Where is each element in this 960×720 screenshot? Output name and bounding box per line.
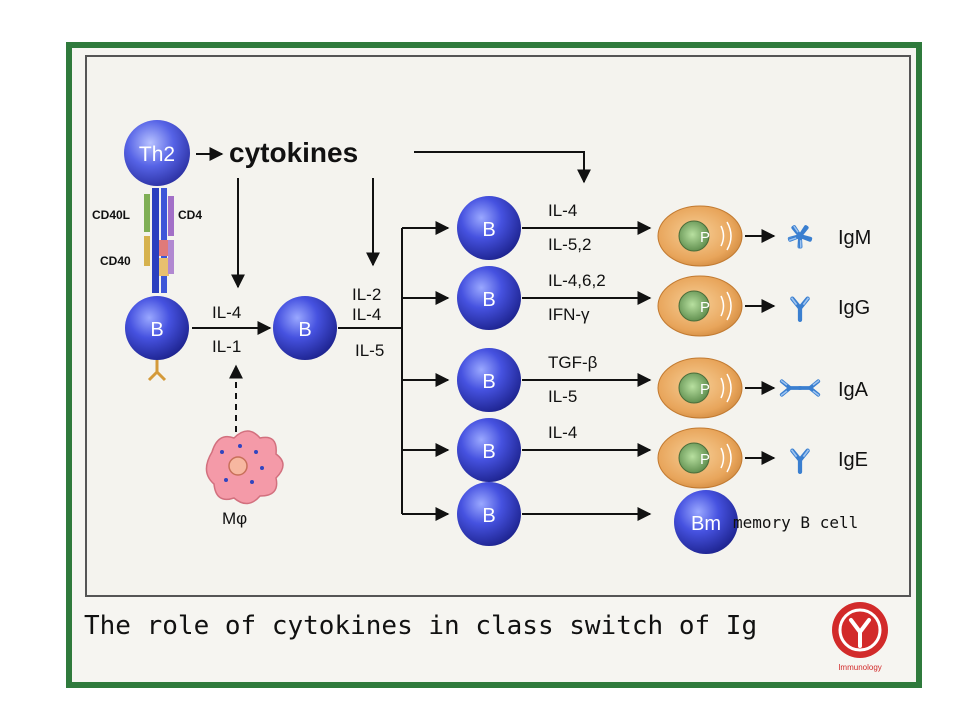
monomer-antibody-icon bbox=[790, 448, 810, 475]
first-b-cell: B bbox=[125, 296, 189, 382]
memory-b-cell bbox=[674, 490, 738, 554]
cd40-label: CD40 bbox=[100, 254, 131, 268]
pentamer-antibody-icon bbox=[787, 225, 813, 249]
immunology-logo: Immunology bbox=[832, 602, 888, 672]
branch-b-cell bbox=[457, 418, 521, 482]
antibody-label: IgM bbox=[838, 227, 871, 249]
plasma-cell-label: P bbox=[700, 381, 710, 398]
plasma-cell-label: P bbox=[700, 299, 710, 316]
branch-signal-top: IL-4 bbox=[548, 201, 577, 220]
second-b-label: B bbox=[298, 319, 311, 341]
branch-b-label: B bbox=[482, 505, 495, 527]
cytokines-to-branch-arrow bbox=[414, 151, 591, 184]
branch-row: B IL-4IL-5,2 P IgM bbox=[402, 196, 871, 267]
plasma-nucleus bbox=[678, 372, 710, 404]
branch-signal-bottom: IFN-γ bbox=[548, 305, 590, 324]
branch-b-label: B bbox=[482, 219, 495, 241]
secretion-waves-icon bbox=[720, 443, 732, 473]
memory-b-cell-text: memory B cell bbox=[733, 513, 858, 532]
second-b-cell: B bbox=[273, 296, 337, 360]
receptor-complex bbox=[144, 188, 174, 293]
branch-row: B IL-4P IgE bbox=[402, 418, 868, 489]
secretion-waves-icon bbox=[720, 291, 732, 321]
branch-row: B TGF-βIL-5 P IgA bbox=[402, 348, 869, 419]
th2-cell: Th2 bbox=[124, 120, 190, 186]
branch-signal-bottom: IL-5,2 bbox=[548, 235, 591, 254]
memory-b-label: Bm bbox=[691, 513, 721, 535]
plasma-cell-label: P bbox=[700, 229, 710, 246]
second-b-signal-bottom: IL-5 bbox=[355, 341, 384, 360]
branch-b-cell bbox=[457, 266, 521, 330]
first-b-signal-bottom: IL-1 bbox=[212, 337, 241, 356]
caption: The role of cytokines in class switch of… bbox=[84, 611, 757, 641]
cd40l-label: CD40L bbox=[92, 208, 130, 222]
plasma-nucleus bbox=[678, 220, 710, 252]
branch-row: B Bm memory B cell bbox=[402, 482, 858, 554]
macrophage-cell bbox=[205, 430, 284, 505]
branch-signal-bottom: IL-5 bbox=[548, 387, 577, 406]
branch-b-label: B bbox=[482, 371, 495, 393]
antibody-label: IgA bbox=[838, 379, 869, 401]
branch-signal-top: TGF-β bbox=[548, 353, 598, 372]
branch-b-cell bbox=[457, 348, 521, 412]
cd4-label: CD4 bbox=[178, 208, 202, 222]
logo-text: Immunology bbox=[838, 663, 882, 672]
antibody-label: IgE bbox=[838, 449, 868, 471]
plasma-nucleus bbox=[678, 290, 710, 322]
branch-b-cell bbox=[457, 196, 521, 260]
first-b-signal-top: IL-4 bbox=[212, 303, 241, 322]
bcr-icon bbox=[147, 360, 167, 382]
plasma-cell-label: P bbox=[700, 451, 710, 468]
secretion-waves-icon bbox=[720, 221, 732, 251]
plasma-nucleus bbox=[678, 442, 710, 474]
branch-b-cell bbox=[457, 482, 521, 546]
branch-b-label: B bbox=[482, 441, 495, 463]
branch-signal-top: IL-4,6,2 bbox=[548, 271, 606, 290]
second-b-signal-top-1: IL-2 bbox=[352, 285, 381, 304]
monomer-antibody-icon bbox=[790, 296, 810, 323]
secretion-waves-icon bbox=[720, 373, 732, 403]
branch-signal-top: IL-4 bbox=[548, 423, 577, 442]
cytokines-label: cytokines bbox=[229, 137, 358, 168]
antibody-label: IgG bbox=[838, 297, 870, 319]
second-b-signal-top-2: IL-4 bbox=[352, 305, 381, 324]
branch-b-label: B bbox=[482, 289, 495, 311]
dimer-antibody-icon bbox=[779, 379, 821, 397]
first-b-label: B bbox=[150, 319, 163, 341]
th2-label: Th2 bbox=[139, 143, 175, 166]
macrophage-label: Mφ bbox=[222, 509, 247, 528]
